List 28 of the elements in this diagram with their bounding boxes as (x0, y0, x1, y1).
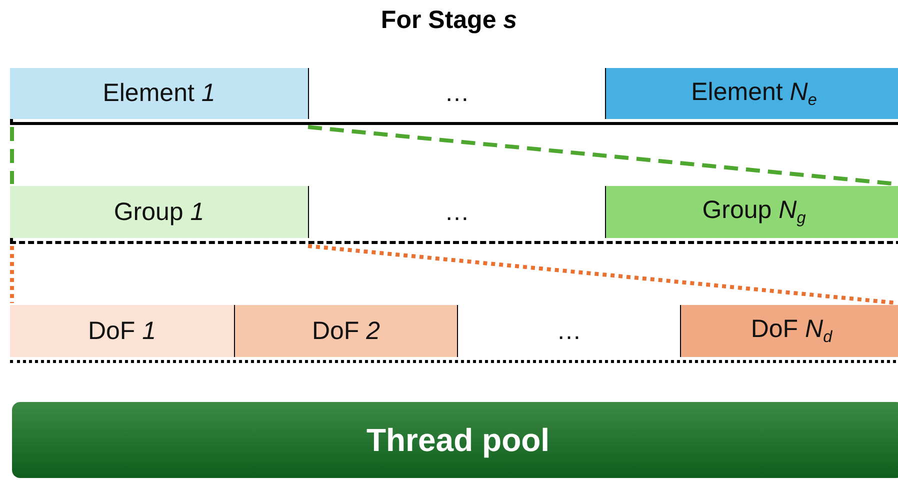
row-bar (10, 305, 898, 363)
cell-label: DoF 2 (312, 316, 380, 346)
table-cell (10, 305, 234, 357)
cell-label: … (556, 316, 582, 346)
table-cell (457, 305, 680, 357)
table-cell (234, 305, 457, 357)
table-cell (308, 68, 605, 119)
thread-pool-bar (12, 402, 898, 478)
zoom-line (10, 246, 14, 303)
cell-label: Element 1 (102, 79, 216, 108)
table-cell (605, 186, 898, 238)
diagram-title: For Stage s (380, 5, 518, 36)
cell-label: DoF 1 (88, 316, 156, 346)
row-bar (10, 68, 898, 125)
table-cell (605, 68, 898, 119)
table-cell (308, 186, 605, 238)
cell-label: … (444, 79, 470, 108)
cell-label: Element N$_{e}$ (691, 78, 817, 110)
cell-label: DoF N$_{d}$ (750, 315, 832, 347)
zoom-line (10, 127, 14, 184)
table-cell (680, 305, 898, 357)
row-bar (10, 186, 898, 244)
cell-label: Group N$_{g}$ (702, 196, 806, 228)
cell-label: Group 1 (114, 198, 204, 226)
cell-label: Thread pool (366, 422, 550, 458)
table-cell (10, 186, 308, 238)
cell-label: … (444, 198, 470, 226)
table-cell (10, 68, 308, 119)
